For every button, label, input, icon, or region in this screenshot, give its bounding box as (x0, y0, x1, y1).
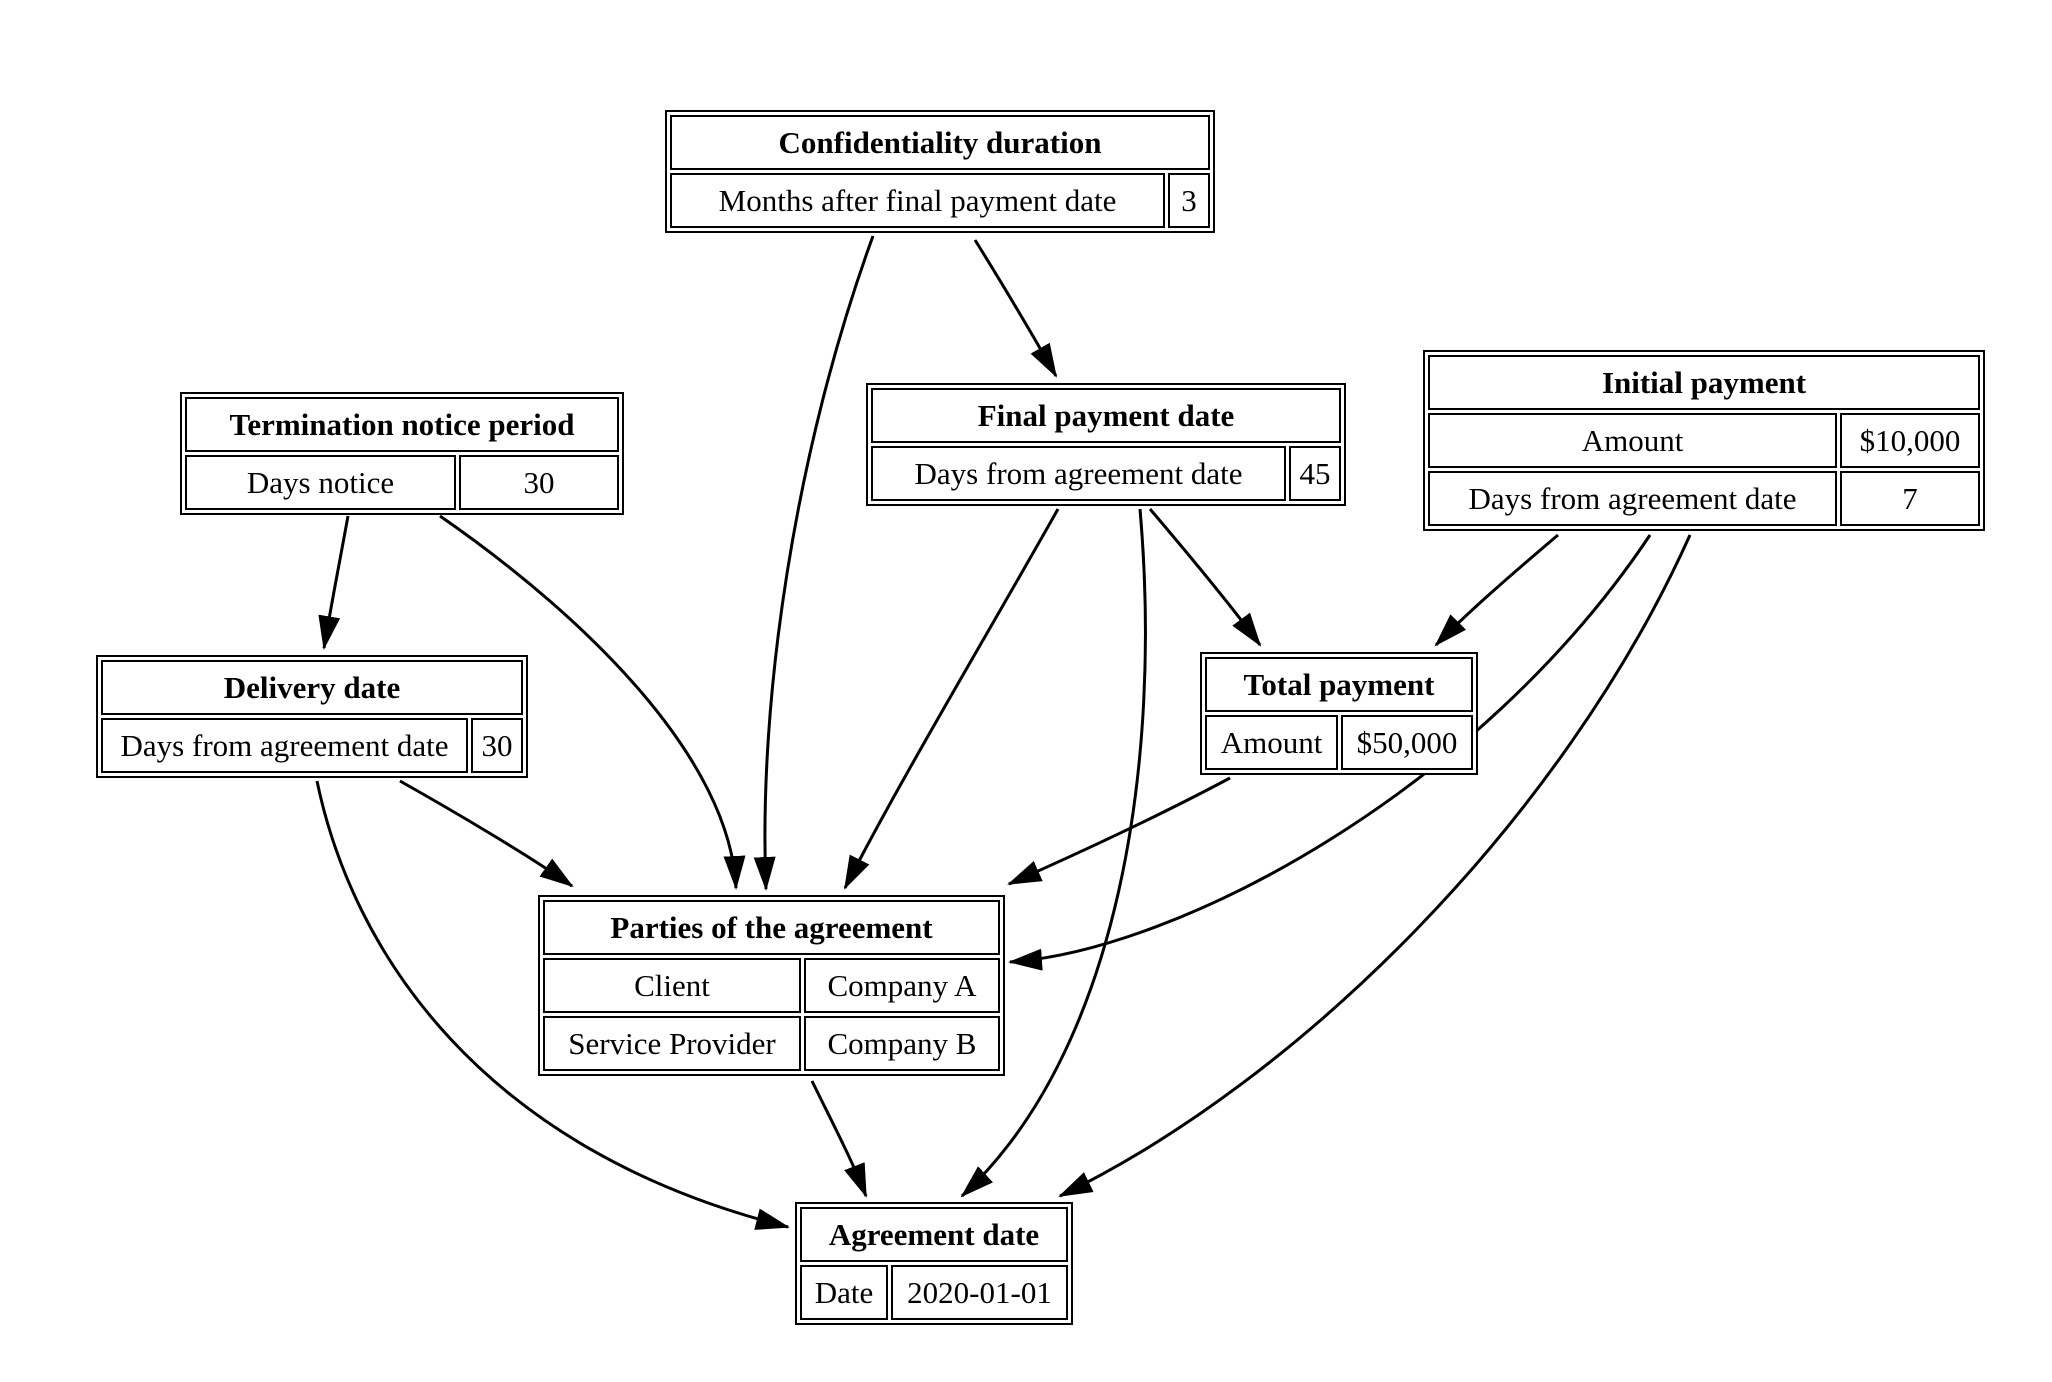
edge-termination-to-parties (439, 514, 746, 890)
edge-delivery-to-parties (399, 779, 574, 888)
node-row: Amount $50,000 (1205, 715, 1473, 770)
row-label: Date (800, 1265, 888, 1320)
row-label: Days notice (185, 455, 456, 510)
row-label: Client (543, 958, 801, 1013)
node-row: Amount $10,000 (1428, 413, 1980, 468)
row-value: 7 (1840, 471, 1980, 526)
row-value: 2020-01-01 (891, 1265, 1068, 1320)
edge-final-payment-to-parties (843, 508, 1060, 890)
row-value: $10,000 (1840, 413, 1980, 468)
node-row: Service Provider Company B (543, 1016, 1000, 1071)
edge-termination-to-delivery (318, 515, 350, 650)
node-title: Total payment (1205, 657, 1473, 712)
node-row: Days notice 30 (185, 455, 619, 510)
node-agreement-date: Agreement date Date 2020-01-01 (795, 1202, 1073, 1325)
row-value: 30 (459, 455, 619, 510)
node-total-payment: Total payment Amount $50,000 (1200, 652, 1478, 775)
row-value: 45 (1289, 446, 1341, 501)
edge-total-payment-to-parties (1007, 776, 1231, 886)
row-value: 3 (1168, 173, 1210, 228)
node-title: Final payment date (871, 388, 1341, 443)
row-label: Service Provider (543, 1016, 801, 1071)
node-initial-payment: Initial payment Amount $10,000 Days from… (1423, 350, 1985, 531)
row-label: Months after final payment date (670, 173, 1165, 228)
node-row: Days from agreement date 45 (871, 446, 1341, 501)
node-title: Agreement date (800, 1207, 1068, 1262)
node-parties-of-the-agreement: Parties of the agreement Client Company … (538, 895, 1005, 1076)
edge-final-payment-to-agreement (960, 508, 1147, 1198)
edge-delivery-to-agreement (315, 780, 790, 1230)
edge-confidentiality-to-parties (753, 235, 875, 891)
node-title: Parties of the agreement (543, 900, 1000, 955)
edge-initial-payment-to-parties (1008, 534, 1652, 971)
node-title: Initial payment (1428, 355, 1980, 410)
node-delivery-date: Delivery date Days from agreement date 3… (96, 655, 528, 778)
row-value: Company A (804, 958, 1000, 1013)
row-label: Amount (1428, 413, 1837, 468)
node-confidentiality-duration: Confidentiality duration Months after fi… (665, 110, 1215, 233)
row-label: Amount (1205, 715, 1338, 770)
node-row: Days from agreement date 7 (1428, 471, 1980, 526)
row-value: $50,000 (1341, 715, 1473, 770)
node-title: Confidentiality duration (670, 115, 1210, 170)
edge-initial-payment-to-total-payment (1434, 533, 1559, 647)
edge-final-payment-to-total-payment (1148, 508, 1262, 647)
node-row: Client Company A (543, 958, 1000, 1013)
node-title: Termination notice period (185, 397, 619, 452)
row-label: Days from agreement date (1428, 471, 1837, 526)
node-row: Months after final payment date 3 (670, 173, 1210, 228)
row-value: 30 (471, 718, 523, 773)
edge-initial-payment-to-agreement (1058, 534, 1692, 1198)
node-final-payment-date: Final payment date Days from agreement d… (866, 383, 1346, 506)
row-label: Days from agreement date (101, 718, 468, 773)
node-title: Delivery date (101, 660, 523, 715)
row-label: Days from agreement date (871, 446, 1286, 501)
edge-confidentiality-to-final-payment (973, 239, 1058, 378)
row-value: Company B (804, 1016, 1000, 1071)
node-row: Date 2020-01-01 (800, 1265, 1068, 1320)
node-row: Days from agreement date 30 (101, 718, 523, 773)
edge-parties-to-agreement (810, 1080, 868, 1198)
node-termination-notice-period: Termination notice period Days notice 30 (180, 392, 624, 515)
